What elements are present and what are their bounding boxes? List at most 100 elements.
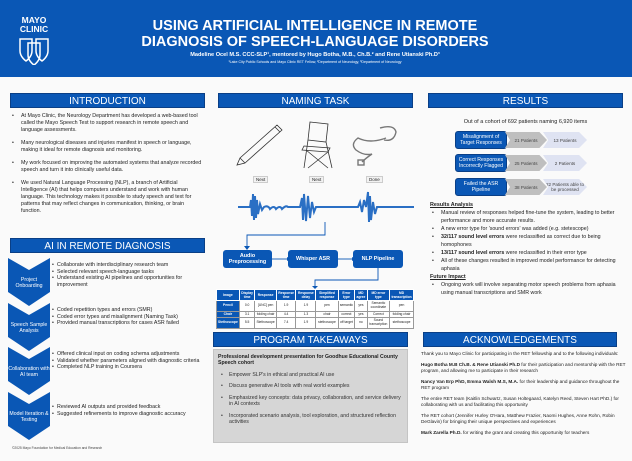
step-items: Coded repetition types and errors (SMR)C… — [52, 307, 207, 327]
table-cell: pen — [315, 300, 339, 312]
table-header: MD agree — [354, 289, 368, 301]
analysis-bullet: A new error type for 'sound errors' was … — [430, 225, 625, 233]
chevron-down-icon — [8, 303, 50, 351]
poster-header: MAYO CLINIC USING ARTIFICIAL INTELLIGENC… — [0, 0, 632, 77]
pipeline-arrows — [244, 222, 379, 289]
result-count-final: 13 Patients — [543, 132, 587, 148]
result-count-initial: 21 Patients — [505, 132, 547, 148]
analysis-bullet: All of these changes resulted in improve… — [430, 257, 625, 273]
analysis-bullet: Manual review of responses helped fine-t… — [430, 209, 625, 225]
step-label: Project Onboarding — [15, 277, 43, 289]
ack-bold: Hugo Botha M.B Ch.B. & Rene Utianski Ph.… — [421, 362, 520, 367]
step-label: Speech Sample Analysis — [10, 322, 48, 334]
ack-bold: Nancy Van Erp PhD, Emma Walsh M.S, M.A. — [421, 379, 519, 384]
table-header: Image — [216, 289, 240, 301]
table-cell: 7.4 — [275, 317, 297, 329]
next-label-1: Next — [253, 176, 269, 183]
table-cell: stethoscope — [389, 317, 414, 329]
step-item: Offered clinical input on coding schema … — [52, 351, 207, 358]
table-cell: 1.3 — [295, 310, 317, 319]
table-cell: 1.9 — [295, 300, 317, 312]
ack-text: The entire RET team (Kaitlin Schwartz, S… — [421, 396, 619, 407]
analysis-bold: 13/117 sound level errors — [441, 250, 505, 256]
takeaway-bullet: Discuss generative AI tools with real wo… — [218, 383, 403, 390]
pencil-icon — [236, 124, 283, 166]
result-category: Misalignment of Target Responses — [455, 131, 507, 149]
step-chevron: Project Onboarding — [8, 258, 50, 306]
table-cell: Chair — [216, 310, 240, 319]
ack-text: for their participation and mentorship w… — [421, 362, 626, 373]
acknowledgements-heading: ACKNOWLEDGEMENTS — [423, 332, 617, 347]
step-item: Collaborate with interdisciplinary resea… — [52, 262, 207, 269]
analysis-bullet: 13/117 sound level errors were reclassif… — [430, 249, 625, 257]
table-cell: chair — [315, 310, 339, 319]
step-item: Completed NLP training in Coursera — [52, 364, 207, 371]
table-cell: 5.5 — [238, 317, 256, 329]
introduction-heading: INTRODUCTION — [10, 93, 205, 108]
acknowledgements-text: Thank you to Mayo Clinic for participati… — [421, 351, 626, 441]
table-header: Response time — [275, 289, 297, 301]
result-count-initial: 38 Patients — [505, 179, 547, 195]
step-label: Collaboration with AI team — [8, 366, 50, 378]
stethoscope-icon — [352, 125, 397, 166]
table-cell: folding chair — [389, 310, 414, 319]
step-item: Understand existing AI pipelines and opp… — [52, 275, 207, 288]
results-heading: RESULTS — [428, 93, 623, 108]
table-cell: 1.9 — [275, 300, 297, 312]
chevron-down-icon — [8, 347, 50, 395]
result-count-final: 22 Patients able to be processed — [543, 179, 587, 195]
chevron-down-icon — [8, 392, 50, 440]
analysis-text: A new error type for 'sound errors' was … — [441, 226, 589, 232]
table-header: MD transcription — [389, 289, 414, 301]
step-item: Reviewed AI outputs and provided feedbac… — [52, 404, 207, 411]
ack-paragraph: Thank you to Mayo Clinic for participati… — [421, 351, 626, 357]
logo-text-line2: CLINIC — [19, 24, 49, 34]
step-chevron: Collaboration with AI team — [8, 347, 50, 395]
step-item: Validated whether parameters aligned wit… — [52, 358, 207, 365]
ack-paragraph: Hugo Botha M.B Ch.B. & Rene Utianski Ph.… — [421, 362, 626, 374]
step-item: Suggested refinements to improve diagnos… — [52, 411, 207, 418]
table-cell: [UNC] pen — [254, 300, 277, 312]
table-cell: yes — [354, 310, 368, 319]
shields-icon — [19, 38, 49, 66]
chevron-down-icon — [8, 258, 50, 306]
done-label: Done — [366, 176, 383, 183]
table-header: Simplified response — [315, 289, 339, 301]
step-label: Model Iteration & Testing — [9, 411, 49, 423]
takeaway-bullet: Incorporated scenario analysis, tool exp… — [218, 413, 403, 426]
takeaway-bullet: Empower SLP's in ethical and practical A… — [218, 372, 403, 379]
results-intro: Out of a cohort of 692 patients naming 6… — [463, 119, 588, 125]
result-category: Correct Responses Incorrectly Flagged — [455, 154, 507, 172]
ack-text: Thank you to Mayo Clinic for participati… — [421, 351, 619, 356]
ack-paragraph: The RET cohort (Jennifer Hurley O'Hara, … — [421, 413, 626, 425]
table-cell: Stethoscope — [216, 317, 240, 329]
table-cell: 1.9 — [295, 317, 317, 329]
audio-waveform — [238, 191, 414, 223]
mayo-clinic-logo: MAYO CLINIC — [14, 16, 54, 67]
chair-icon — [301, 121, 333, 169]
intro-bullet: We used Natural Language Processing (NLP… — [10, 180, 205, 215]
audio-preprocessing-box: Audio Preprocessing — [223, 250, 272, 268]
table-cell: yes — [354, 300, 368, 312]
logo-text-line1: MAYO — [21, 15, 47, 25]
result-count-final: 2 Patients — [543, 155, 587, 171]
future-bullet: Ongoing work will involve separating mot… — [430, 281, 625, 297]
whisper-asr-box: Whisper ASR — [288, 250, 338, 268]
analysis-text: Manual review of responses helped fine-t… — [441, 210, 615, 224]
table-cell: pen — [389, 300, 414, 312]
future-impact-title: Future Impact — [430, 274, 466, 280]
results-analysis-title: Results Analysis — [430, 202, 473, 208]
table-cell: stethoscope — [315, 317, 339, 329]
step-items: Collaborate with interdisciplinary resea… — [52, 262, 207, 288]
result-category: Failed the ASR Pipeline — [455, 178, 507, 196]
table-cell: Pencil — [216, 300, 240, 312]
step-items: Reviewed AI outputs and provided feedbac… — [52, 404, 207, 417]
takeaways-heading-text: Professional development presentation fo… — [218, 354, 398, 367]
result-count-initial: 25 Patients — [505, 155, 547, 171]
nlp-pipeline-box: NLP Pipeline — [353, 250, 403, 268]
table-cell: Stethoscope — [254, 317, 277, 329]
